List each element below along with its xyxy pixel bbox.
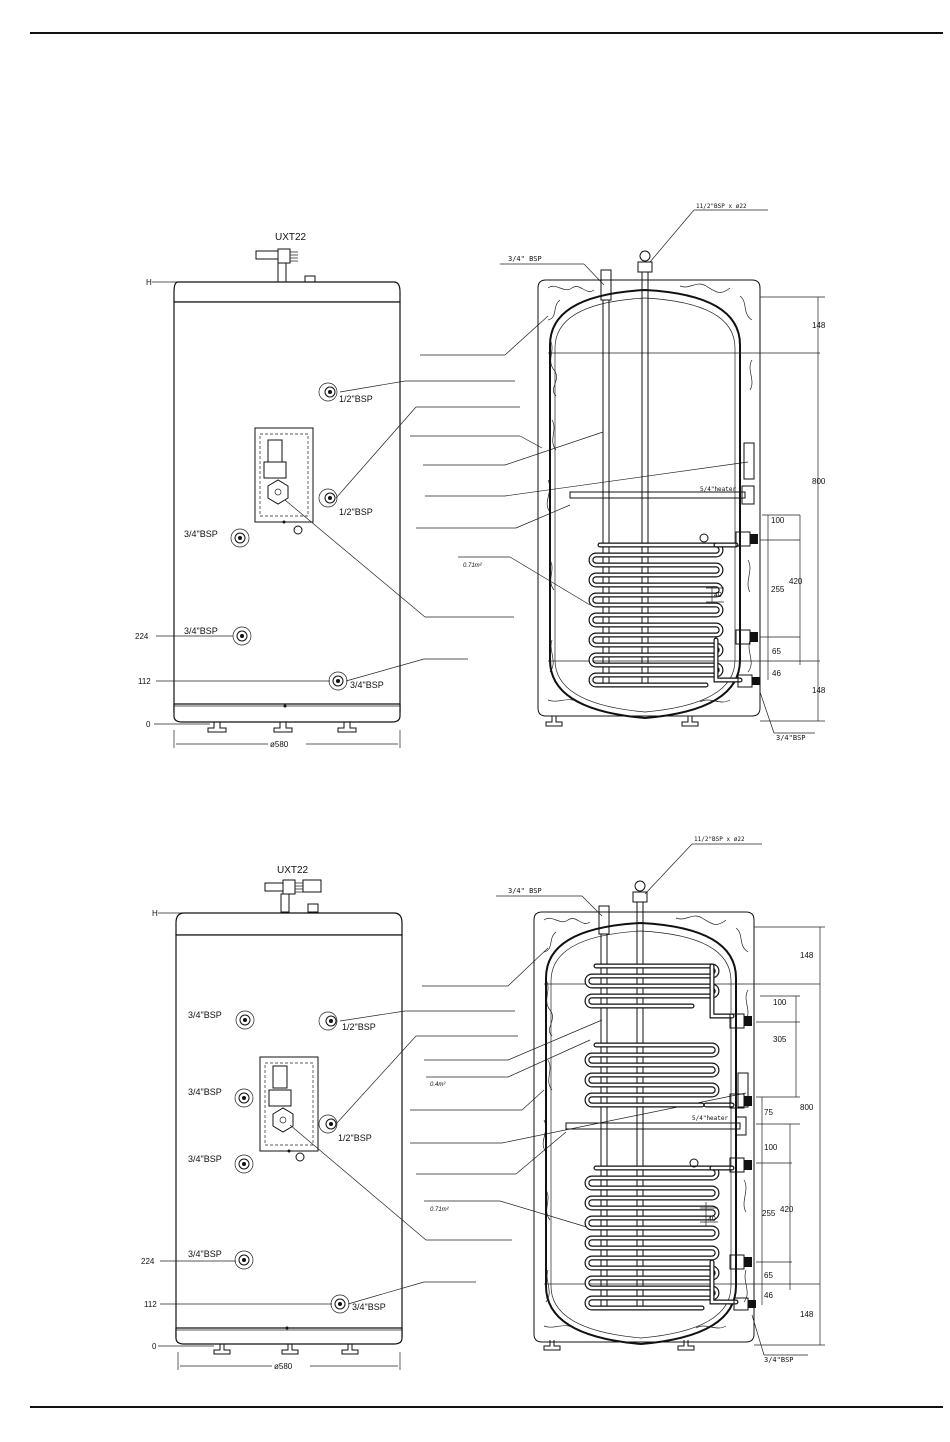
conn-label: 3/4"BSP — [188, 1249, 222, 1259]
immersion-heater — [565, 1122, 741, 1130]
width-dim: ø580 — [274, 1362, 293, 1371]
conn-label: 3/4"BSP — [188, 1154, 222, 1164]
socket-half-2: 1/2"BSP — [318, 488, 373, 517]
bottom-conn-label: 3/4"BSP — [776, 734, 806, 742]
dim-224: 224 — [135, 632, 149, 641]
dim-112: 112 — [144, 1300, 157, 1309]
conn-label: 1/2"BSP — [339, 507, 373, 517]
cylinder-body — [173, 281, 401, 303]
dim-112: 112 — [138, 677, 151, 686]
h-label: H — [152, 909, 158, 918]
dim-148-top: 148 — [812, 321, 826, 330]
dim-40: 40 — [708, 1216, 716, 1223]
leader-lines-2 — [289, 947, 747, 1305]
tank-vessel — [545, 921, 737, 1346]
exterior-view-1: UXT22 H — [135, 232, 401, 749]
diagram-1: UXT22 H — [135, 203, 826, 749]
conn-label: 1/2"BSP — [339, 394, 373, 404]
heating-coil — [584, 1165, 739, 1311]
dim-46: 46 — [764, 1291, 773, 1300]
dim-420: 420 — [780, 1205, 794, 1214]
socket-34-1: 3/4"BSP — [188, 1010, 255, 1030]
top-conn-label: 11/2"BSP x ø22 — [694, 836, 745, 843]
dim-0: 0 — [146, 720, 151, 729]
upper-coil — [584, 963, 735, 1108]
dimension-lines-1: 148 800 148 100 420 255 65 46 — [760, 296, 826, 722]
dim-255: 255 — [762, 1209, 776, 1218]
dim-75: 75 — [764, 1108, 773, 1117]
socket-half-2: 1/2"BSP — [318, 1114, 372, 1143]
dim-305: 305 — [773, 1035, 787, 1044]
coil-area-label: 0.71m² — [463, 563, 483, 569]
model-label: UXT22 — [277, 865, 309, 876]
bottom-conn-label: 3/4"BSP — [764, 1356, 794, 1364]
heater-label: 5/4"heater — [700, 486, 737, 493]
conn-label: 3/4"BSP — [184, 529, 218, 539]
section-view-1: 5/4"heater 40 0.71m² 11/2"B — [463, 203, 826, 742]
vent-conn-label: 3/4" BSP — [508, 255, 542, 263]
dim-65: 65 — [772, 647, 781, 656]
dim-100: 100 — [771, 516, 785, 525]
socket-34-4: 3/4"BSP — [188, 1249, 254, 1270]
dim-148-bottom: 148 — [800, 1310, 814, 1319]
dim-0: 0 — [152, 1342, 157, 1351]
conn-label: 3/4"BSP — [184, 626, 218, 636]
leader-lines-1 — [284, 315, 749, 682]
width-dim: ø580 — [270, 740, 289, 749]
conn-label: 3/4"BSP — [188, 1010, 222, 1020]
dim-65: 65 — [764, 1271, 773, 1280]
socket-half-1: 1/2"BSP — [318, 382, 373, 404]
socket-half-1: 1/2"BSP — [318, 1011, 376, 1032]
coil-area-label: 0.71m² — [430, 1207, 450, 1213]
tank-vessel — [549, 288, 741, 720]
dim-46: 46 — [772, 669, 781, 678]
insulation-outline — [533, 911, 755, 1343]
conn-label: 3/4"BSP — [352, 1302, 386, 1312]
cylinder-body — [175, 912, 403, 936]
conn-label: 1/2"BSP — [342, 1022, 376, 1032]
dim-100-upper: 100 — [773, 998, 787, 1007]
dim-255: 255 — [771, 585, 785, 594]
heater-label: 5/4"heater — [692, 1115, 729, 1122]
insulation-outline — [537, 279, 761, 717]
socket-34-2: 3/4"BSP — [188, 1087, 254, 1108]
heating-coil — [588, 542, 743, 688]
conn-label: 3/4"BSP — [188, 1087, 222, 1097]
conn-label: 1/2"BSP — [338, 1133, 372, 1143]
socket-34-2: 3/4"BSP — [184, 626, 252, 646]
socket-34-3: 3/4"BSP — [188, 1154, 254, 1174]
h-label: H — [146, 278, 152, 287]
vent-conn-label: 3/4" BSP — [508, 887, 542, 895]
top-conn-label: 11/2"BSP x ø22 — [696, 203, 747, 210]
exterior-view-2: UXT22 H — [141, 865, 403, 1371]
dim-148-bottom: 148 — [812, 686, 826, 695]
immersion-heater — [569, 491, 746, 499]
dim-40: 40 — [714, 592, 722, 599]
dim-148-top: 148 — [800, 951, 814, 960]
diagram-2: UXT22 H — [141, 836, 825, 1371]
conn-label: 3/4"BSP — [350, 680, 384, 690]
dim-224: 224 — [141, 1257, 155, 1266]
dimension-lines-2: 148 800 148 100 305 75 100 420 255 — [754, 926, 825, 1346]
model-label: UXT22 — [275, 232, 307, 243]
dim-800: 800 — [800, 1103, 814, 1112]
dim-100-lower: 100 — [764, 1143, 778, 1152]
upper-coil-area-label: 0.4m² — [430, 1082, 446, 1088]
dim-420: 420 — [789, 577, 803, 586]
dim-800: 800 — [812, 477, 826, 486]
socket-34-1: 3/4"BSP — [184, 528, 250, 548]
section-view-2: 0.4m² 5/4"heater 40 — [430, 836, 825, 1364]
